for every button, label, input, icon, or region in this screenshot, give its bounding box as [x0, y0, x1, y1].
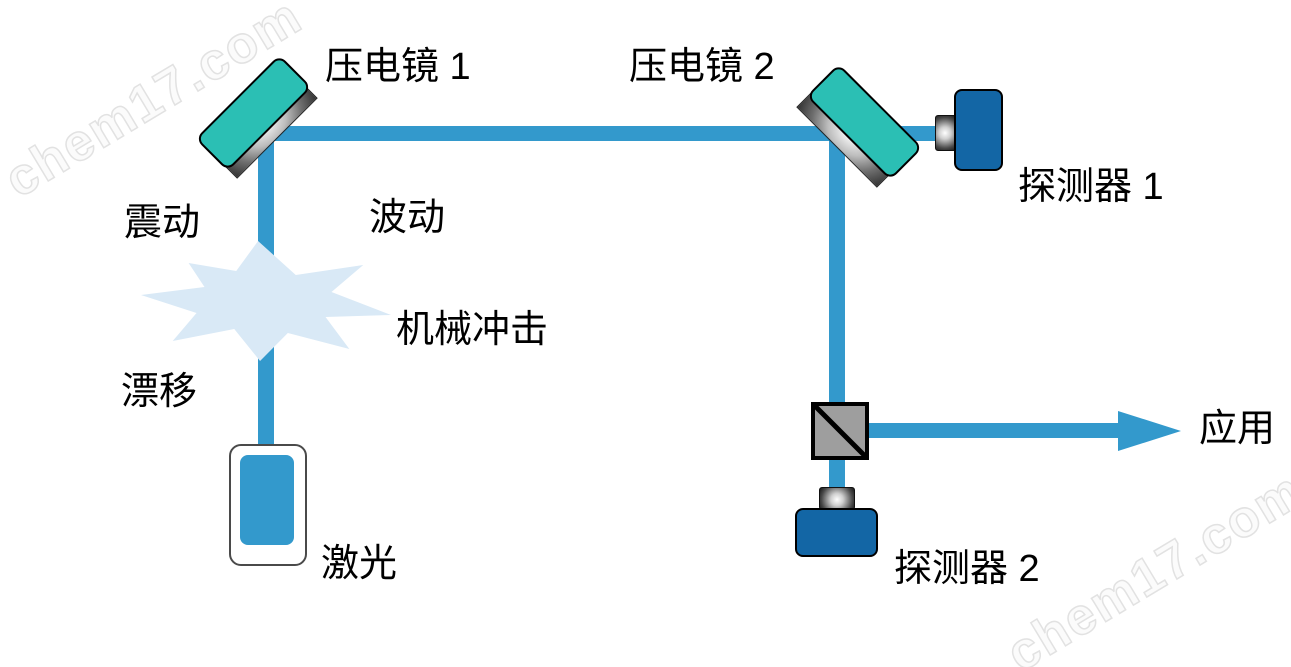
detector-2-icon	[795, 508, 878, 557]
label-vibration: 震动	[124, 202, 201, 244]
beamsplitter-diagonal	[815, 406, 865, 456]
label-laser: 激光	[321, 543, 398, 585]
starburst-shape	[140, 241, 392, 361]
disturbance-starburst-icon	[137, 237, 395, 367]
watermark-bottom-right: chem17.com	[996, 460, 1291, 667]
beam-beamsplitter-to-detector2	[829, 456, 845, 492]
detector-2-lens-icon	[819, 487, 855, 510]
label-application: 应用	[1199, 408, 1276, 450]
label-detector-2: 探测器 2	[894, 548, 1040, 590]
label-piezo-mirror-2: 压电镜 2	[629, 46, 775, 88]
label-piezo-mirror-1: 压电镜 1	[325, 46, 471, 88]
beamsplitter-cube-icon	[811, 402, 869, 460]
label-drift: 漂移	[121, 371, 198, 413]
label-mechanical-shock: 机械冲击	[396, 309, 549, 351]
beam-mirror2-to-beamsplitter	[829, 132, 845, 404]
beam-horizontal-top	[260, 126, 940, 141]
label-fluctuation: 波动	[369, 197, 446, 239]
detector-1-icon	[954, 89, 1003, 171]
label-detector-1: 探测器 1	[1018, 166, 1164, 208]
laser-aperture	[240, 455, 294, 545]
laser-icon	[229, 444, 307, 566]
application-arrow-icon	[1118, 411, 1181, 451]
beam-to-application	[864, 423, 1120, 438]
